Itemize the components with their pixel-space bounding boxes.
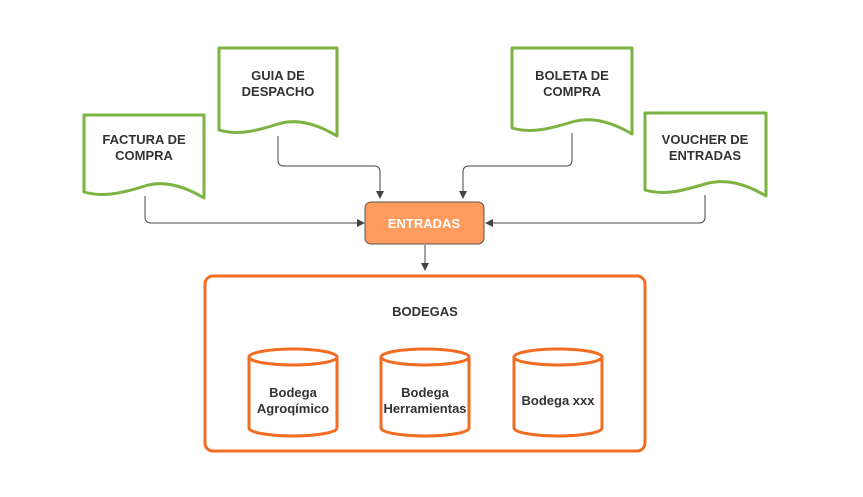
cylinder-body: [512, 357, 604, 438]
document-shape: [217, 46, 339, 138]
document-label-line: ENTRADAS: [669, 148, 742, 163]
cylinder-body: [379, 357, 471, 438]
bodega-label-line: Bodega xxx: [522, 393, 596, 408]
bodega-label-line: Bodega: [401, 385, 449, 400]
document-shape: [510, 46, 634, 136]
document-label-line: GUIA DE: [251, 68, 305, 83]
document-label-line: DESPACHO: [242, 84, 315, 99]
cylinder-top: [512, 347, 604, 367]
connector-guia-to-entradas: [277, 136, 384, 199]
cylinder-top: [247, 347, 339, 367]
connector-voucher-to-entradas: [485, 195, 706, 227]
document-factura-compra: FACTURA DE COMPRA: [82, 113, 206, 200]
document-label-line: VOUCHER DE: [662, 132, 749, 147]
document-boleta-compra: BOLETA DE COMPRA: [510, 46, 634, 136]
process-label: ENTRADAS: [388, 216, 461, 231]
bodega-label-line: Herramientas: [383, 401, 466, 416]
document-label-line: BOLETA DE: [535, 68, 609, 83]
cylinder-bodega-agroquimico: Bodega Agroqímico: [247, 347, 339, 438]
bodega-label-line: Agroqímico: [257, 401, 329, 416]
document-guia-despacho: GUIA DE DESPACHO: [217, 46, 339, 138]
process-box: [364, 201, 485, 245]
document-label-line: COMPRA: [115, 148, 173, 163]
process-entradas: ENTRADAS: [364, 201, 485, 245]
cylinder-body: [247, 357, 339, 438]
connectors: [144, 133, 706, 271]
document-shape: [82, 113, 206, 200]
cylinder-top: [379, 347, 471, 367]
connector-boleta-to-entradas: [459, 133, 573, 199]
bodegas-title: BODEGAS: [392, 304, 458, 319]
cylinder-bodega-xxx: Bodega xxx: [512, 347, 604, 438]
cylinder-bodega-herramientas: Bodega Herramientas: [379, 347, 471, 438]
connector-factura-to-entradas: [144, 196, 365, 227]
document-shape: [643, 111, 768, 198]
document-voucher-entradas: VOUCHER DE ENTRADAS: [643, 111, 768, 198]
bodega-label-line: Bodega: [269, 385, 317, 400]
document-label-line: COMPRA: [543, 84, 601, 99]
document-label-line: FACTURA DE: [102, 132, 186, 147]
